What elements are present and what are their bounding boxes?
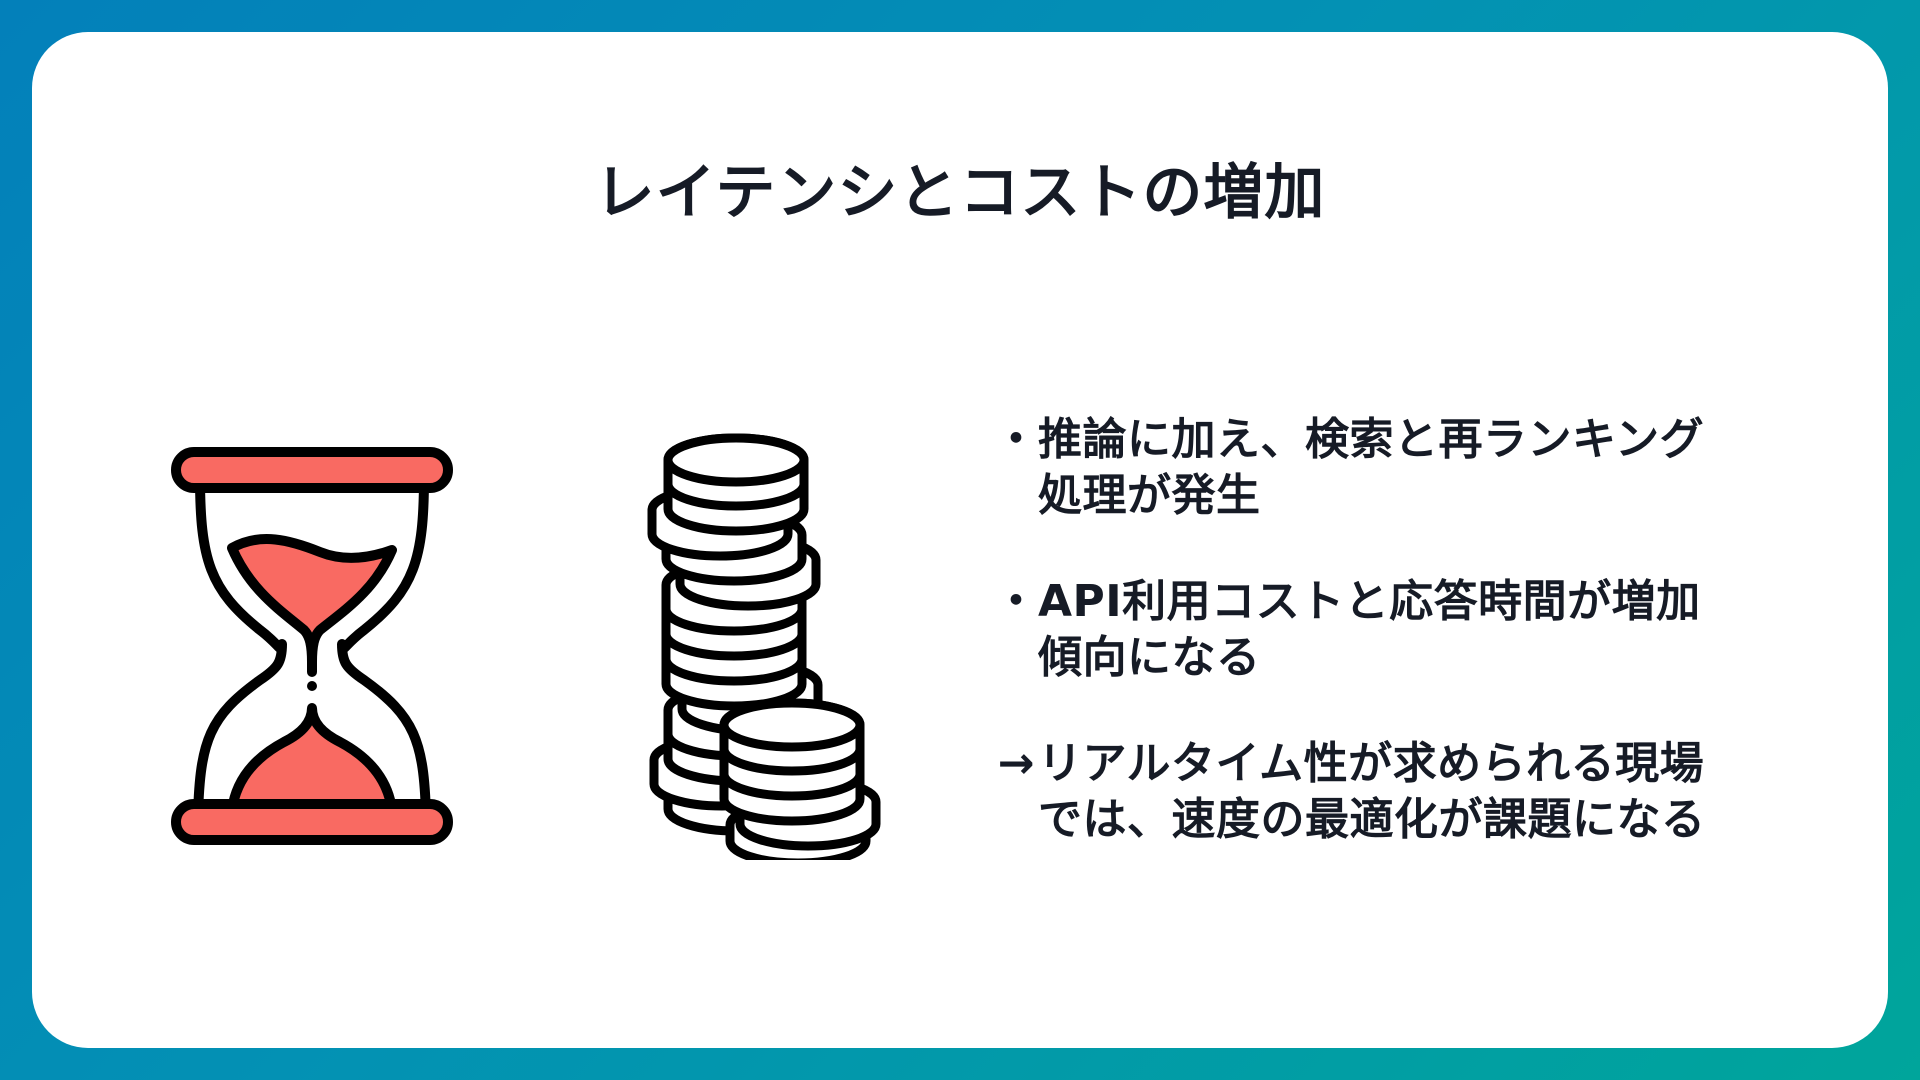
slide-title: レイテンシとコストの増加 — [594, 158, 1326, 228]
bullet-item: ・ 推論に加え、検索と再ランキング 処理が発生 — [994, 412, 1754, 524]
bullet-line: 推論に加え、検索と再ランキング — [1038, 414, 1705, 465]
slide-card: レイテンシとコストの増加 — [32, 32, 1888, 1048]
arrow-right-icon: → — [997, 738, 1035, 789]
bullet-line: 処理が発生 — [1038, 470, 1261, 521]
bullet-dot-icon: ・ — [994, 414, 1038, 465]
bullet-text: リアルタイム性が求められる現場 では、速度の最適化が課題になる — [1038, 736, 1706, 848]
hourglass-icon — [171, 447, 453, 845]
bullet-item: ・ API利用コストと応答時間が増加 傾向になる — [994, 574, 1754, 686]
coin-stack-icon — [647, 433, 881, 860]
bullet-text: API利用コストと応答時間が増加 傾向になる — [1038, 574, 1701, 686]
bullet-line: では、速度の最適化が課題になる — [1038, 794, 1706, 845]
bullet-dot-icon: ・ — [994, 576, 1038, 627]
bullet-line: リアルタイム性が求められる現場 — [1038, 738, 1705, 789]
bullet-line: 傾向になる — [1038, 632, 1261, 683]
bullet-line: API利用コストと応答時間が増加 — [1038, 576, 1701, 627]
bullet-text: 推論に加え、検索と再ランキング 処理が発生 — [1038, 412, 1704, 524]
bullet-item: → リアルタイム性が求められる現場 では、速度の最適化が課題になる — [994, 736, 1754, 848]
bullet-list: ・ 推論に加え、検索と再ランキング 処理が発生 ・ API利用コストと応答時間が… — [994, 412, 1754, 898]
